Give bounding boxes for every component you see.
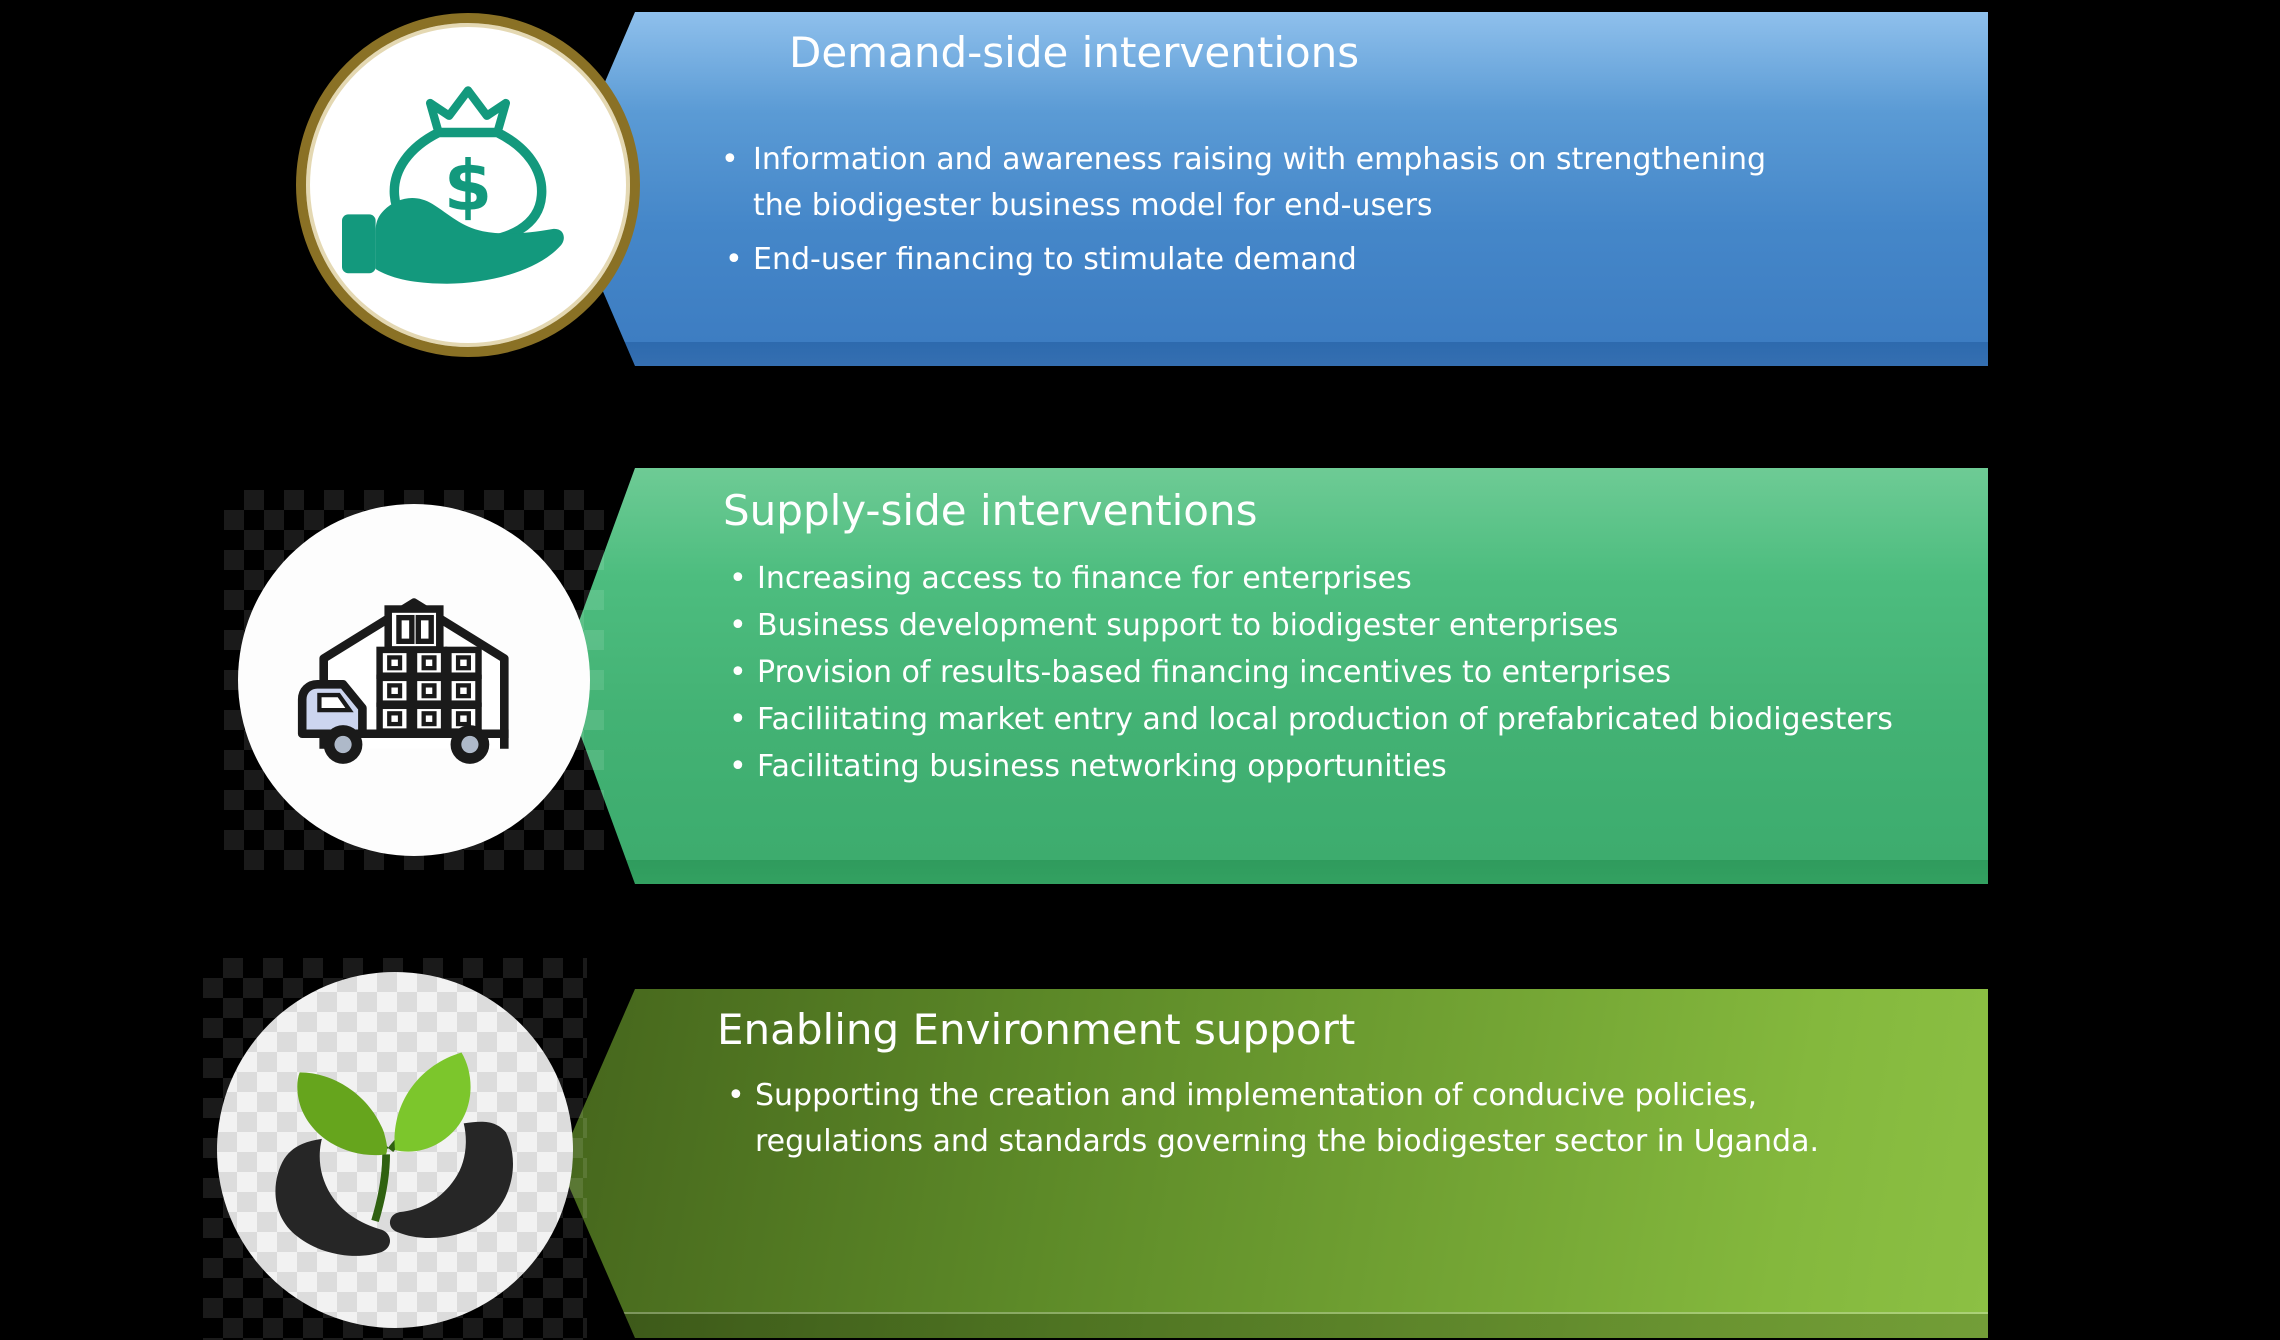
panel-supply-bullet-list: Increasing access to finance for enterpr…	[725, 555, 1915, 790]
panel-enabling-environment: Enabling Environment support Supporting …	[559, 989, 1988, 1338]
truck-warehouse-icon	[297, 598, 509, 764]
panel-demand-bullet-list: Information and awareness raising with e…	[721, 137, 1801, 291]
panel-supply-title: Supply-side interventions	[723, 486, 1258, 535]
bullet-item: Supporting the creation and implementati…	[723, 1073, 1823, 1165]
panel-supply-side: Supply-side interventions Increasing acc…	[559, 468, 1988, 884]
bullet-item: Faciliitating market entry and local pro…	[725, 696, 1915, 743]
panel-enabling-bullet-list: Supporting the creation and implementati…	[723, 1073, 1823, 1165]
bullet-item: Provision of results-based financing inc…	[725, 649, 1915, 696]
money-bag-hand-icon: $	[342, 86, 564, 284]
demand-medallion: $	[296, 13, 640, 357]
bullet-item: Information and awareness raising with e…	[721, 137, 1801, 229]
bullet-item: Increasing access to finance for enterpr…	[725, 555, 1915, 602]
panel-demand-side: Demand-side interventions Information an…	[559, 12, 1988, 366]
hands-plant-icon	[275, 1052, 513, 1256]
bullet-item: Facilitating business networking opportu…	[725, 743, 1915, 790]
bullet-item: Business development support to biodiges…	[725, 602, 1915, 649]
dollar-sign: $	[444, 147, 492, 227]
bullet-item: End-user financing to stimulate demand	[721, 237, 1801, 283]
panel-demand-title: Demand-side interventions	[789, 28, 1360, 77]
panel-enabling-title: Enabling Environment support	[717, 1005, 1356, 1054]
supply-medallion	[238, 504, 590, 856]
enabling-medallion	[217, 972, 573, 1328]
